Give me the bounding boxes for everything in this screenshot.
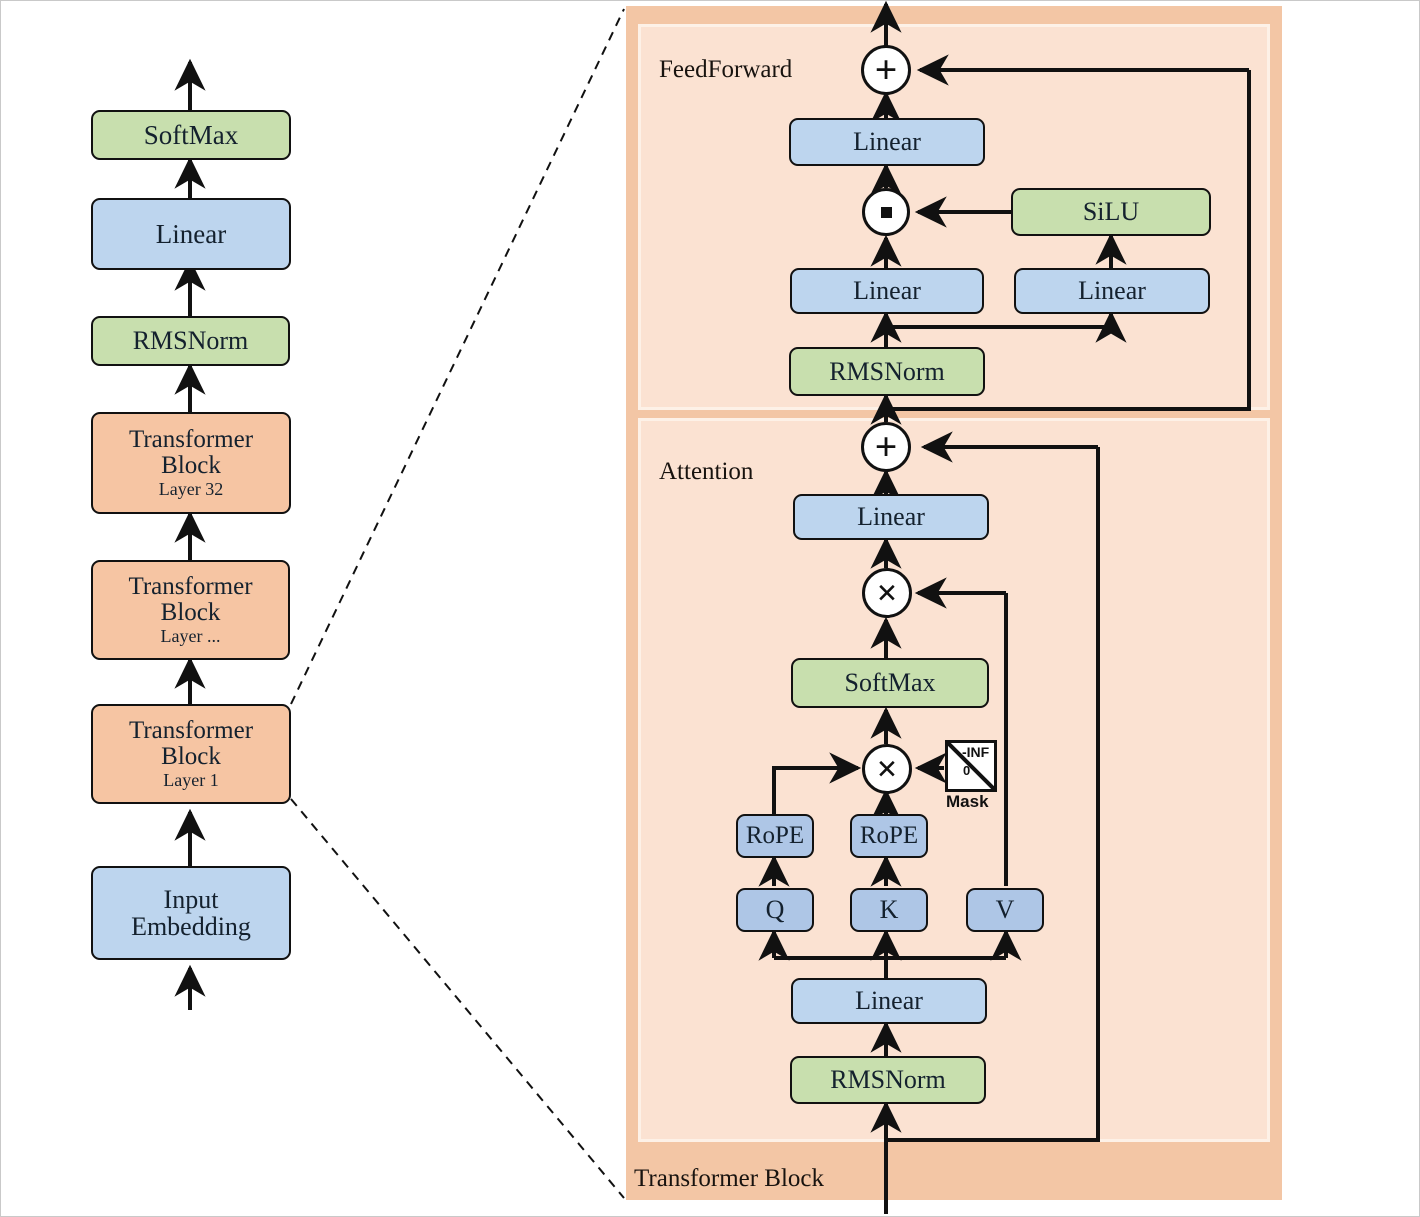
attention-add-operator[interactable]	[861, 422, 911, 472]
stack-node-linear[interactable]: Linear	[91, 198, 291, 270]
attention-matmul2-symbol: ×	[876, 572, 898, 614]
attention-linear-out-label: Linear	[857, 502, 925, 532]
feedforward-silu[interactable]: SiLU	[1011, 188, 1211, 236]
feedforward-add-symbol: +	[874, 47, 898, 92]
block32-title-line1: Transformer	[128, 425, 254, 453]
feedforward-multiply-dot	[881, 207, 892, 218]
attention-panel-label: Attention	[659, 458, 754, 485]
block1-sublabel: Layer 1	[163, 770, 219, 791]
feedforward-silu-label: SiLU	[1082, 197, 1140, 227]
stack-node-rmsnorm-label: RMSNorm	[132, 326, 249, 356]
stack-node-transformer-block-layer-1[interactable]: Transformer Block Layer 1	[91, 704, 291, 804]
transformer-block-outer-label: Transformer Block	[634, 1165, 825, 1192]
wire-ropeq-to-matmul	[772, 752, 862, 814]
attention-matmul-scores-value[interactable]	[862, 568, 912, 618]
attention-k[interactable]: K	[850, 888, 928, 932]
stack-node-linear-label: Linear	[155, 218, 227, 249]
feedforward-linear-up[interactable]: Linear	[1014, 268, 1210, 314]
attention-q-label: Q	[765, 895, 785, 925]
attention-rmsnorm-label: RMSNorm	[830, 1065, 946, 1095]
attention-linear-qkv-label: Linear	[855, 986, 923, 1016]
attention-rope-q-label: RoPE	[745, 821, 805, 849]
attention-linear-out[interactable]: Linear	[793, 494, 989, 540]
feedforward-add-operator[interactable]	[861, 45, 911, 95]
block32-title-line2: Block	[161, 452, 221, 480]
stack-node-input-embedding[interactable]: Input Embedding	[91, 866, 291, 960]
blockdots-title-line2: Block	[160, 599, 221, 627]
attention-softmax-label: SoftMax	[844, 668, 936, 698]
attention-q[interactable]: Q	[736, 888, 814, 932]
mask-upper-value: -INF	[962, 744, 990, 760]
stack-node-softmax-label: SoftMax	[143, 119, 239, 150]
feedforward-linear-gate[interactable]: Linear	[790, 268, 984, 314]
input-embedding-line2: Embedding	[131, 912, 251, 941]
feedforward-panel-label: FeedForward	[659, 56, 793, 83]
stack-node-softmax[interactable]: SoftMax	[91, 110, 291, 160]
callout-line-bottom	[290, 798, 625, 1199]
input-embedding-line1: Input	[163, 884, 219, 914]
causal-mask-icon	[945, 740, 997, 792]
feedforward-linear-up-label: Linear	[1078, 276, 1146, 306]
wire-attention-residual-path	[886, 447, 1100, 1142]
feedforward-linear-out[interactable]: Linear	[789, 118, 985, 166]
block32-sublabel: Layer 32	[158, 479, 224, 500]
wire-ff-residual-path	[886, 70, 1251, 411]
block1-title-line2: Block	[161, 743, 221, 771]
attention-rope-q[interactable]: RoPE	[736, 814, 814, 858]
blockdots-sublabel: Layer ...	[160, 626, 221, 647]
block1-title-line1: Transformer	[128, 716, 254, 744]
attention-softmax[interactable]: SoftMax	[791, 658, 989, 708]
feedforward-rmsnorm-label: RMSNorm	[829, 356, 945, 386]
mask-caption: Mask	[946, 792, 989, 811]
mask-lower-value: 0	[963, 763, 971, 778]
attention-rmsnorm[interactable]: RMSNorm	[790, 1056, 986, 1104]
callout-line-top	[290, 8, 625, 705]
feedforward-linear-gate-label: Linear	[853, 276, 921, 306]
attention-matmul-qk[interactable]	[862, 744, 912, 794]
attention-v[interactable]: V	[966, 888, 1044, 932]
attention-rope-k[interactable]: RoPE	[850, 814, 928, 858]
attention-add-symbol: +	[874, 424, 898, 469]
blockdots-title-line1: Transformer	[128, 572, 253, 600]
stack-node-transformer-block-layer-dots[interactable]: Transformer Block Layer ...	[91, 560, 290, 660]
stack-node-transformer-block-layer-32[interactable]: Transformer Block Layer 32	[91, 412, 291, 514]
stack-node-rmsnorm[interactable]: RMSNorm	[91, 316, 290, 366]
attention-linear-qkv[interactable]: Linear	[791, 978, 987, 1024]
attention-k-label: K	[879, 895, 899, 925]
attention-matmul-qk-symbol: ×	[876, 748, 898, 790]
attention-rope-k-label: RoPE	[859, 821, 919, 849]
attention-v-label: V	[995, 895, 1015, 925]
feedforward-linear-out-label: Linear	[853, 127, 921, 157]
feedforward-rmsnorm[interactable]: RMSNorm	[789, 347, 985, 396]
